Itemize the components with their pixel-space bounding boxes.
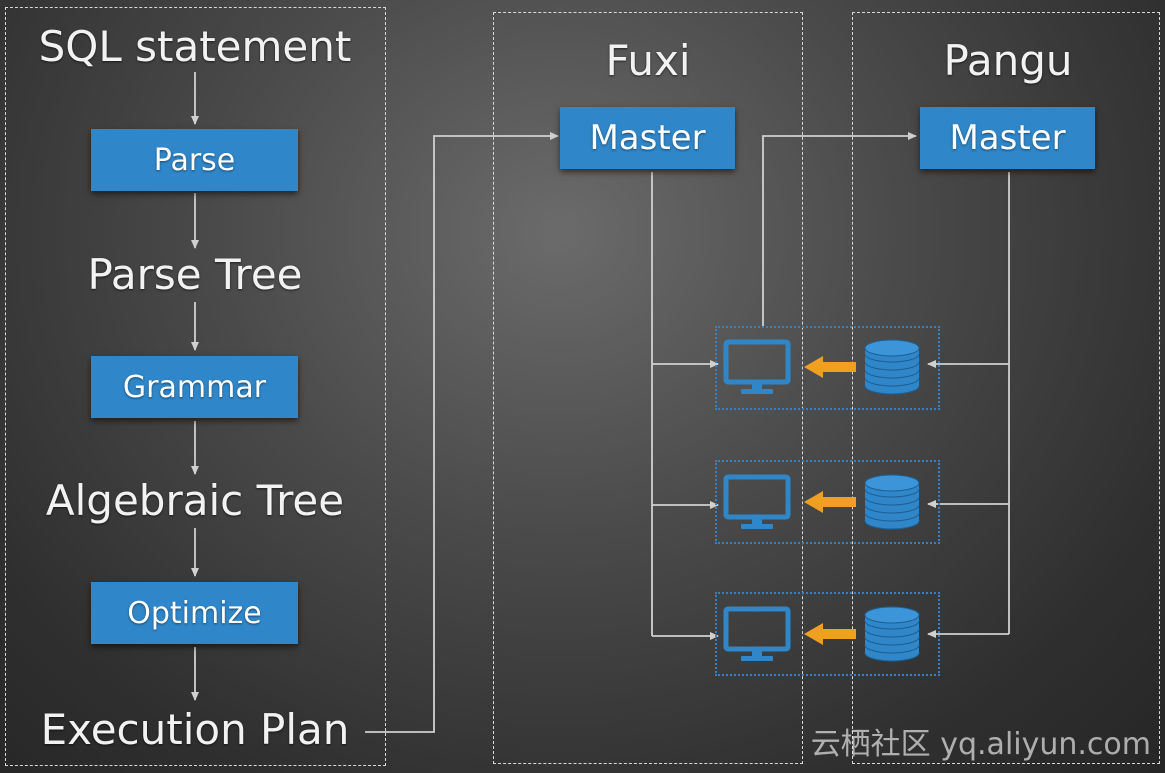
fuxi-master-box: Master [560,107,735,169]
fuxi-title: Fuxi [605,36,691,85]
sql-statement-label: SQL statement [38,22,352,71]
grammar-box: Grammar [91,356,298,418]
optimize-box: Optimize [91,582,298,644]
fuxi-frame [493,12,803,764]
monitor-icon [723,606,791,661]
watermark: 云栖社区 yq.aliyun.com [810,727,1151,762]
pangu-frame [852,12,1160,764]
node-group-3 [715,592,940,676]
compiler-frame [5,7,386,766]
monitor-icon [723,339,791,394]
database-icon [864,474,920,530]
parse-box: Parse [91,129,298,191]
node-group-1 [715,326,940,410]
execution-plan-label: Execution Plan [40,705,350,754]
database-icon [864,339,920,395]
parse-tree-label: Parse Tree [87,250,303,299]
pangu-title: Pangu [943,36,1073,85]
database-icon [864,606,920,662]
algebraic-tree-label: Algebraic Tree [45,476,345,525]
pangu-master-box: Master [920,107,1095,169]
node-group-2 [715,460,940,544]
monitor-icon [723,474,791,529]
